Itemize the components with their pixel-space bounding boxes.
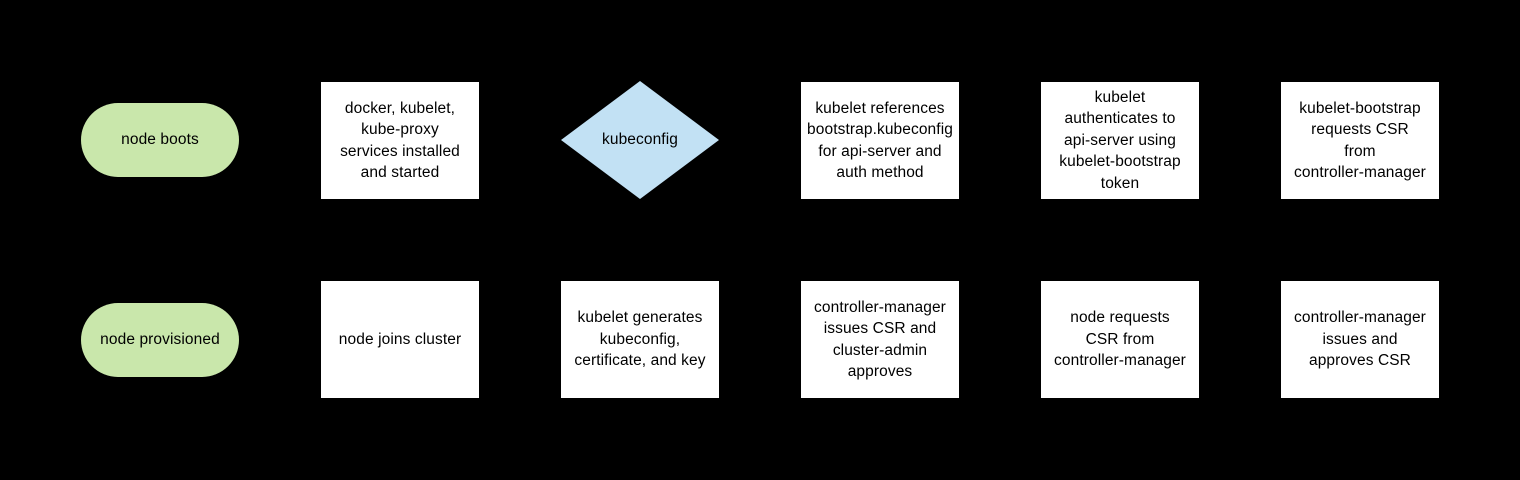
flow-node-label: docker, kubelet, kube-proxy services ins… — [340, 99, 460, 182]
flow-node-node-provisioned[interactable]: node provisioned — [81, 303, 239, 377]
flow-node-label: controller-manager issues and approves C… — [1294, 309, 1426, 370]
flow-node-label: kubelet authenticates to api-server usin… — [1059, 88, 1181, 192]
flow-node-kubeconfig-decision[interactable]: kubeconfig — [561, 81, 719, 199]
flow-node-kubelet-generates-kubeconfig[interactable]: kubelet generates kubeconfig, certificat… — [561, 281, 719, 398]
flow-node-label: node requests CSR from controller-manage… — [1054, 309, 1186, 370]
flow-node-node-joins-cluster[interactable]: node joins cluster — [321, 281, 479, 398]
flow-node-label: node provisioned — [100, 331, 220, 349]
flow-node-label: controller-manager issues CSR and cluste… — [814, 298, 946, 381]
flow-node-label: kubelet references bootstrap.kubeconfig … — [807, 99, 953, 182]
flow-node-node-requests-csr[interactable]: node requests CSR from controller-manage… — [1041, 281, 1199, 398]
flow-node-kubelet-authenticates[interactable]: kubelet authenticates to api-server usin… — [1041, 82, 1199, 199]
flow-node-label: kubelet-bootstrap requests CSR from cont… — [1294, 99, 1426, 182]
flow-node-controller-manager-approves-csr[interactable]: controller-manager issues and approves C… — [1281, 281, 1439, 398]
flow-node-services-installed[interactable]: docker, kubelet, kube-proxy services ins… — [321, 82, 479, 199]
flow-node-kubelet-bootstrap-requests-csr[interactable]: kubelet-bootstrap requests CSR from cont… — [1281, 82, 1439, 199]
flow-node-kubelet-references-bootstrap[interactable]: kubelet references bootstrap.kubeconfig … — [801, 82, 959, 199]
flow-node-label: node joins cluster — [338, 330, 462, 348]
flow-node-controller-manager-issues-csr[interactable]: controller-manager issues CSR and cluste… — [801, 281, 959, 398]
flow-node-label: node boots — [121, 131, 199, 149]
flow-node-node-boots[interactable]: node boots — [81, 103, 239, 177]
flow-node-label: kubelet generates kubeconfig, certificat… — [574, 309, 706, 370]
flow-node-label: kubeconfig — [602, 131, 678, 149]
